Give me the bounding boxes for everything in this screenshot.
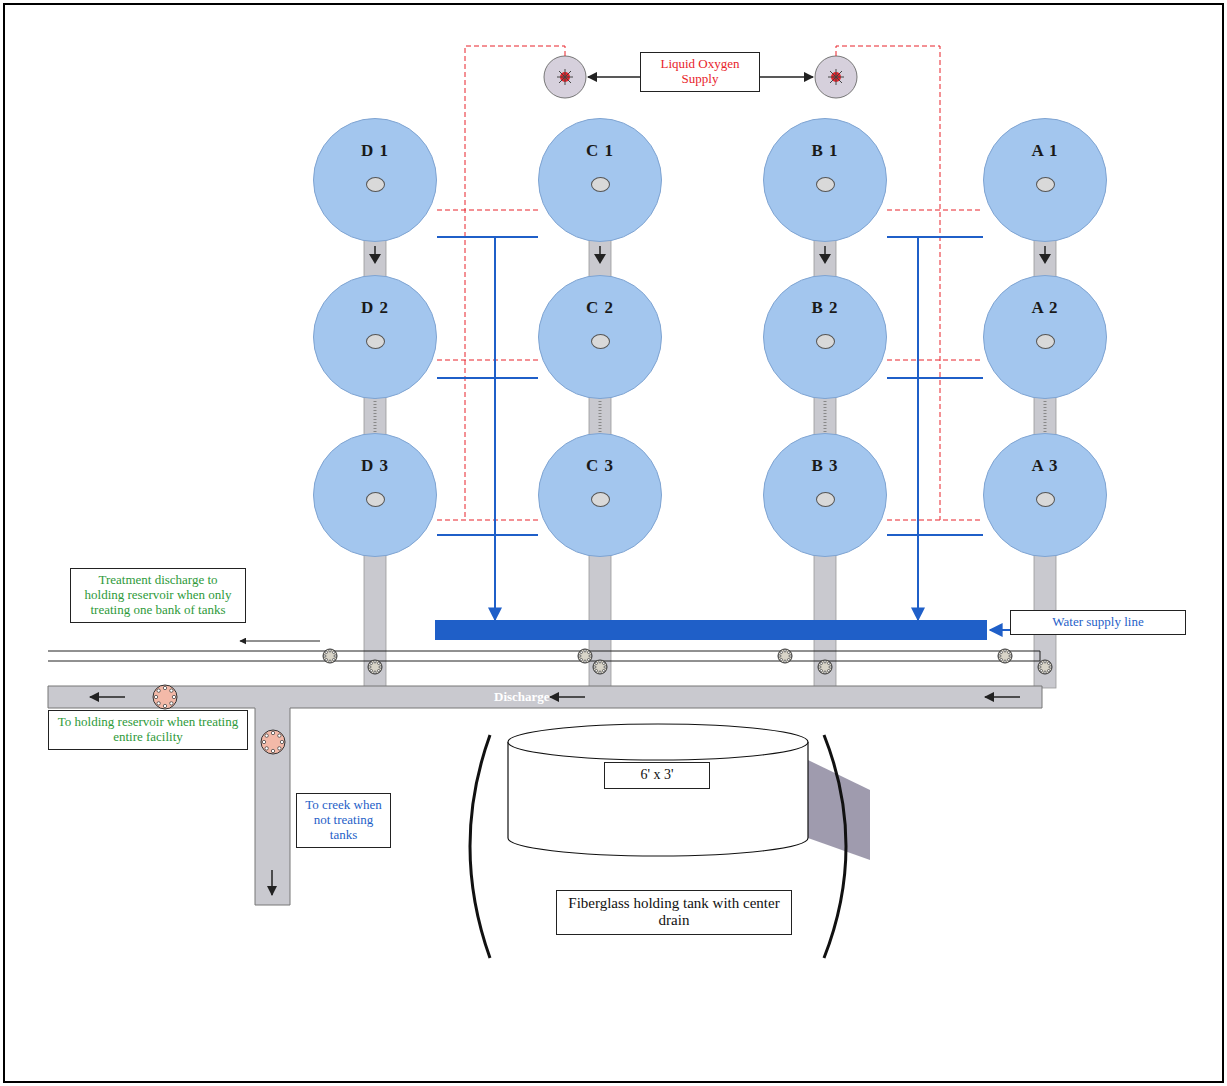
holding-tank: B 2 <box>763 275 887 399</box>
flow-pipe <box>364 238 386 279</box>
water-supply-bar <box>435 620 987 640</box>
note-text: To creek when not treating tanks <box>303 798 384 843</box>
center-drain <box>816 492 835 507</box>
holding-tank: C 1 <box>538 118 662 242</box>
frame <box>4 4 1223 1082</box>
tank-label: C 1 <box>539 141 661 161</box>
center-drain <box>1036 334 1055 349</box>
center-drain <box>816 177 835 192</box>
holding-tank: A 3 <box>983 433 1107 557</box>
holding-tank: D 1 <box>313 118 437 242</box>
note-box: Treatment discharge to holding reservoir… <box>70 568 246 623</box>
tank-label: A 2 <box>984 298 1106 318</box>
center-drain <box>366 334 385 349</box>
flow-pipe <box>1034 238 1056 279</box>
note-box: To holding reservoir when treating entir… <box>48 710 248 750</box>
tank-label: D 2 <box>314 298 436 318</box>
note-text: Fiberglass holding tank with center drai… <box>563 895 785 930</box>
note-box: To creek when not treating tanks <box>296 793 391 848</box>
center-drain <box>591 492 610 507</box>
center-drain <box>591 334 610 349</box>
note-box: 6' x 3' <box>604 762 710 789</box>
center-drain <box>1036 177 1055 192</box>
tank-label: B 2 <box>764 298 886 318</box>
holding-tank: C 2 <box>538 275 662 399</box>
holding-tank: C 3 <box>538 433 662 557</box>
note-box: Fiberglass holding tank with center drai… <box>556 890 792 935</box>
holding-tank: D 2 <box>313 275 437 399</box>
flow-pipe <box>364 395 386 437</box>
flow-pipe <box>589 395 611 437</box>
note-box: Liquid Oxygen Supply <box>640 52 760 92</box>
flow-pipe <box>589 238 611 279</box>
tank-label: B 1 <box>764 141 886 161</box>
oxygen-line <box>437 46 983 520</box>
center-drain <box>1036 492 1055 507</box>
note-text: Treatment discharge to holding reservoir… <box>77 573 239 618</box>
tank-label: C 2 <box>539 298 661 318</box>
pipe-label: Discharge <box>494 689 550 705</box>
center-drain <box>816 334 835 349</box>
tank-illustration <box>470 724 870 958</box>
tank-label: A 1 <box>984 141 1106 161</box>
flow-pipe <box>814 395 836 437</box>
tank-label: D 3 <box>314 456 436 476</box>
center-drain <box>366 492 385 507</box>
note-box: Water supply line <box>1010 610 1186 635</box>
note-text: To holding reservoir when treating entir… <box>55 715 241 745</box>
drain-pipe <box>364 552 1056 688</box>
center-drain <box>366 177 385 192</box>
holding-tank: B 1 <box>763 118 887 242</box>
tank-label: B 3 <box>764 456 886 476</box>
holding-tank: A 1 <box>983 118 1107 242</box>
note-text: Water supply line <box>1017 615 1179 630</box>
water-line <box>437 237 983 620</box>
flow-pipe <box>814 238 836 279</box>
tank-label: A 3 <box>984 456 1106 476</box>
water-arrow <box>990 629 1010 631</box>
holding-tank: A 2 <box>983 275 1107 399</box>
holding-tank: D 3 <box>313 433 437 557</box>
note-text: 6' x 3' <box>611 767 703 783</box>
flow-pipe <box>1034 395 1056 437</box>
treatment-line <box>48 641 1040 661</box>
tank-label: D 1 <box>314 141 436 161</box>
center-drain <box>591 177 610 192</box>
tank-label: C 3 <box>539 456 661 476</box>
discharge-pipe <box>48 686 1042 905</box>
holding-tank: B 3 <box>763 433 887 557</box>
note-text: Liquid Oxygen Supply <box>647 57 753 87</box>
